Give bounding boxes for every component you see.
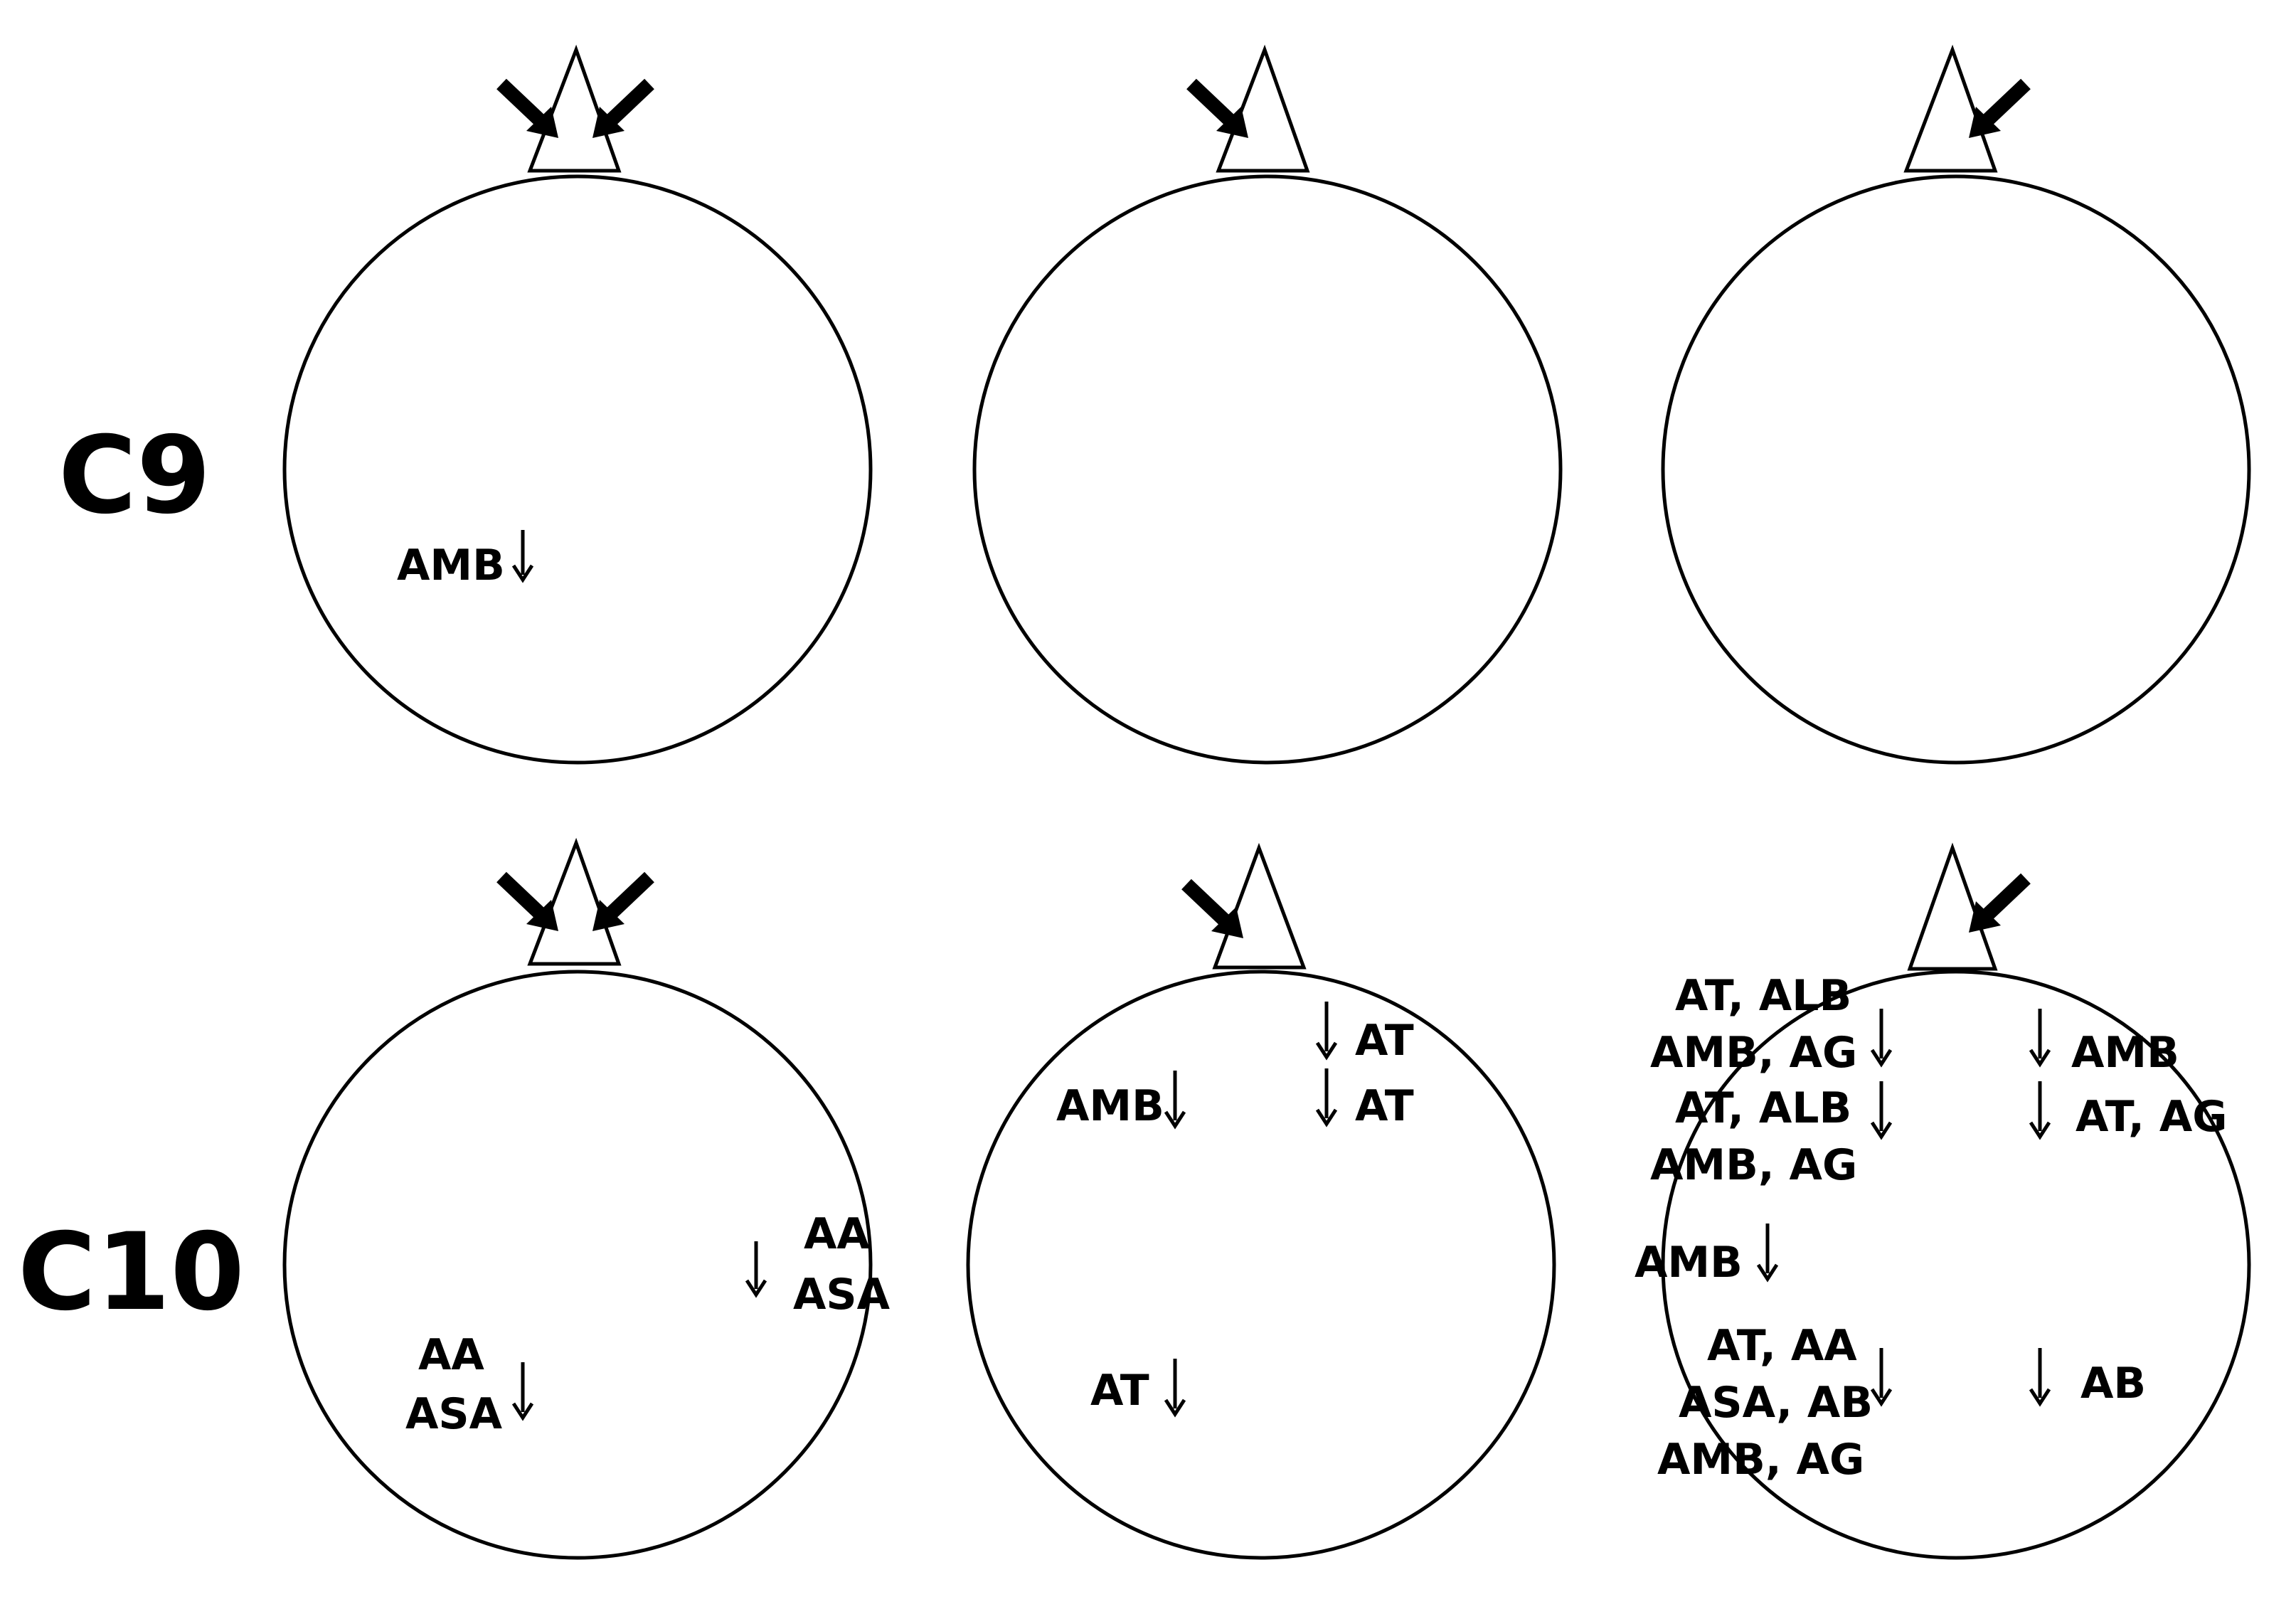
down-arrow-icon	[1870, 1009, 1893, 1068]
down-arrow-icon	[1315, 1068, 1338, 1127]
annotation-group: AT, ALB AMB, AG	[1650, 1081, 1893, 1190]
section-circle	[282, 970, 873, 1560]
cone-shape	[527, 837, 622, 966]
section-circle	[282, 174, 873, 765]
annotation-text: AB	[2080, 1359, 2146, 1408]
panel-c10-2: AT AT AMB AT	[966, 842, 1556, 1560]
down-arrow-icon	[2029, 1348, 2051, 1407]
cone-shape	[1212, 842, 1307, 970]
annotation-group: AT, AG	[2029, 1081, 2228, 1142]
pointer-arrow-right	[592, 78, 654, 138]
down-arrow-icon	[745, 1241, 767, 1298]
row-label-c9: C9	[58, 414, 211, 538]
panel-c10-1: AA ASA AA ASA	[282, 837, 891, 1560]
annotation-text: AT, ALB	[1675, 971, 1851, 1021]
annotation-text: AMB	[2071, 1028, 2179, 1078]
panel-c10-3: AT, ALB AMB, AG AT, ALB AMB, AG AMB	[1635, 842, 2251, 1560]
pointer-arrow-left	[496, 871, 558, 931]
annotation-text: AT	[1355, 1016, 1414, 1066]
down-arrow-icon	[1315, 1002, 1338, 1061]
annotation-text: AT, AA	[1707, 1321, 1857, 1371]
annotation-text: AMB, AG	[1650, 1028, 1857, 1078]
annotation-text: AMB, AG	[1650, 1140, 1857, 1190]
annotation-text: AT	[1090, 1366, 1149, 1416]
annotation-text: AMB	[1635, 1238, 1743, 1288]
annotation-text: AMB	[1056, 1081, 1164, 1131]
annotation-group: AMB	[1635, 1224, 1779, 1288]
annotation-group: AT	[1315, 1002, 1414, 1066]
annotation-group: AT, ALB AMB, AG	[1650, 971, 1893, 1078]
down-arrow-icon	[511, 530, 534, 583]
panel-c9-3	[1661, 44, 2251, 765]
down-arrow-icon	[2029, 1009, 2051, 1068]
annotation-text: ASA	[793, 1270, 891, 1320]
down-arrow-icon	[1164, 1359, 1186, 1418]
pointer-arrow-right	[1969, 873, 2031, 933]
down-arrow-icon	[1756, 1224, 1779, 1283]
pointer-arrow-left	[496, 78, 558, 138]
annotation-text: AMB	[397, 541, 505, 590]
panel-c9-1: AMB	[282, 44, 873, 765]
annotation-group: AMB	[1056, 1071, 1186, 1131]
annotation-group: AT, AA ASA, AB AMB, AG	[1657, 1321, 1893, 1485]
down-arrow-icon	[2029, 1081, 2051, 1140]
annotation-group: AB	[2029, 1348, 2146, 1408]
section-circle	[1661, 970, 2251, 1560]
down-arrow-icon	[1164, 1071, 1186, 1130]
annotation-text: AT	[1355, 1081, 1414, 1131]
annotation-text: AT, AG	[2076, 1092, 2228, 1142]
annotation-group: AMB	[2029, 1009, 2179, 1078]
annotation-text: ASA, AB	[1679, 1378, 1873, 1428]
annotation-text: ASA	[405, 1389, 503, 1439]
cone-shape	[527, 44, 622, 173]
annotation-group: AT	[1090, 1359, 1186, 1418]
down-arrow-icon	[1870, 1348, 1893, 1407]
annotation-group: AT	[1315, 1068, 1414, 1131]
annotation-text: AMB, AG	[1657, 1435, 1864, 1485]
annotation-text: AA	[418, 1330, 484, 1380]
down-arrow-icon	[511, 1362, 534, 1421]
pointer-arrow-right	[592, 871, 654, 931]
pointer-arrow-right	[1969, 78, 2031, 138]
annotation-text: AT, ALB	[1675, 1083, 1851, 1133]
annotation-group: AA ASA	[405, 1330, 534, 1439]
section-circle	[1661, 174, 2251, 765]
row-label-c10: C10	[18, 1211, 245, 1334]
pointer-arrow-left	[1181, 879, 1243, 938]
annotation-group: AA ASA	[745, 1209, 891, 1320]
cone-shape	[1907, 842, 1998, 971]
section-circle	[966, 970, 1556, 1560]
cone-shape	[1216, 44, 1310, 173]
annotation-text: AA	[804, 1209, 870, 1259]
cone-shape	[1903, 44, 1998, 173]
panel-c9-2	[972, 44, 1563, 765]
down-arrow-icon	[1870, 1081, 1893, 1140]
pointer-arrow-left	[1186, 78, 1248, 138]
section-circle	[972, 174, 1563, 765]
annotation-group: AMB	[397, 530, 534, 590]
